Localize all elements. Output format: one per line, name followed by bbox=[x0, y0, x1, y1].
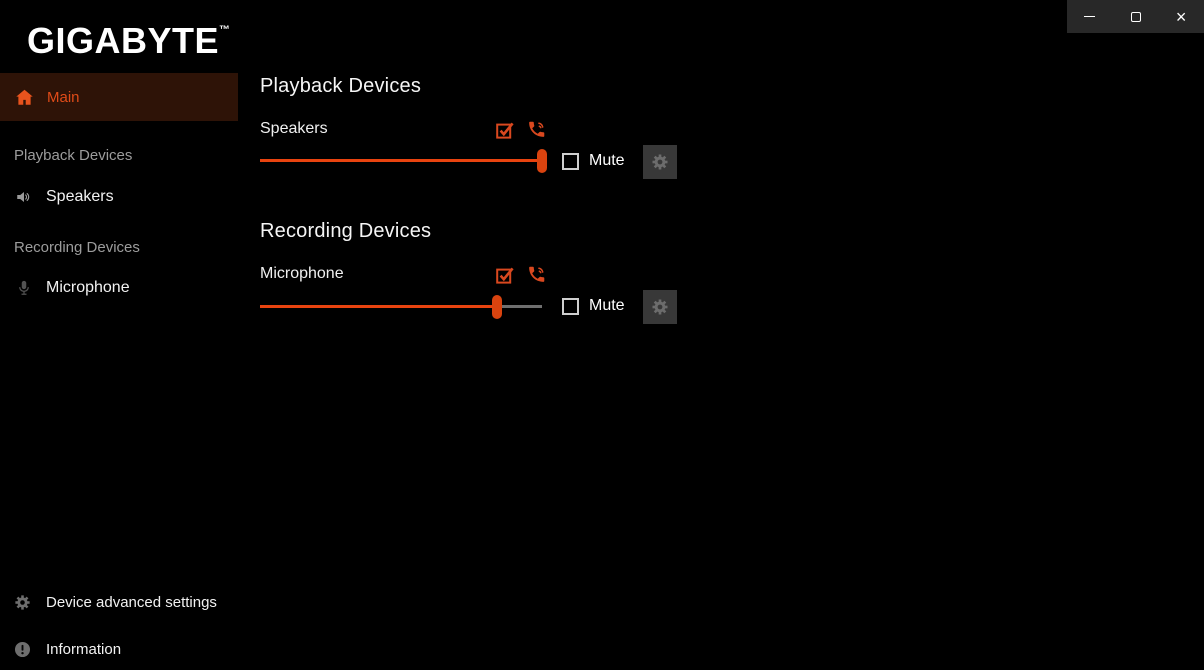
info-icon bbox=[14, 641, 31, 658]
sidebar-item-main-label: Main bbox=[47, 88, 80, 106]
recording-devices-heading: Recording Devices bbox=[260, 220, 432, 242]
default-device-check-icon bbox=[496, 122, 514, 139]
speakers-settings-button[interactable] bbox=[643, 145, 677, 179]
sidebar-item-speakers-label: Speakers bbox=[46, 188, 114, 205]
home-icon bbox=[16, 89, 33, 105]
sidebar-section-recording-devices: Recording Devices bbox=[14, 239, 140, 256]
speakers-mute-label: Mute bbox=[589, 152, 625, 169]
minimize-button[interactable] bbox=[1067, 0, 1113, 33]
microphone-device-label: Microphone bbox=[260, 265, 344, 282]
speakers-mute-checkbox[interactable] bbox=[562, 152, 579, 170]
maximize-icon bbox=[1130, 11, 1141, 22]
information-label: Information bbox=[46, 641, 122, 658]
sidebar-section-playback-devices: Playback Devices bbox=[14, 147, 133, 164]
speakers-volume-slider[interactable] bbox=[260, 149, 547, 173]
sidebar-item-main[interactable]: Main bbox=[0, 73, 238, 121]
sidebar-item-information[interactable]: Information bbox=[0, 637, 238, 662]
maximize-button[interactable] bbox=[1113, 0, 1159, 33]
speakers-device-label: Speakers bbox=[260, 120, 328, 137]
default-device-check-icon bbox=[496, 267, 514, 284]
slider-fill bbox=[260, 305, 497, 308]
microphone-mute-label: Mute bbox=[589, 297, 625, 314]
gear-icon bbox=[15, 595, 30, 610]
speakers-device-status-icons bbox=[495, 119, 547, 140]
device-advanced-settings-label: Device advanced settings bbox=[46, 594, 217, 611]
gear-icon bbox=[652, 154, 668, 170]
gear-icon bbox=[652, 299, 668, 315]
minimize-icon bbox=[1084, 15, 1096, 18]
slider-fill bbox=[260, 159, 542, 162]
microphone-volume-slider[interactable] bbox=[260, 295, 542, 319]
sidebar-item-microphone-label: Microphone bbox=[46, 279, 130, 296]
sidebar-item-speakers[interactable]: Speakers bbox=[0, 183, 238, 211]
communications-device-phone-icon bbox=[529, 266, 545, 282]
slider-thumb[interactable] bbox=[537, 149, 547, 173]
microphone-settings-button[interactable] bbox=[643, 290, 677, 324]
close-button[interactable]: × bbox=[1158, 0, 1204, 33]
microphone-icon bbox=[19, 280, 29, 295]
sidebar-item-microphone[interactable]: Microphone bbox=[0, 274, 238, 302]
trademark-symbol: ™ bbox=[219, 24, 231, 36]
slider-thumb[interactable] bbox=[491, 295, 502, 319]
microphone-mute-checkbox[interactable] bbox=[562, 297, 579, 315]
microphone-device-status-icons bbox=[495, 264, 547, 285]
sidebar-item-device-advanced-settings[interactable]: Device advanced settings bbox=[0, 590, 238, 615]
gigabyte-logo: GIGABYTE™ bbox=[27, 20, 231, 61]
speakers-mute-row: Mute bbox=[562, 152, 625, 170]
close-icon: × bbox=[1175, 6, 1187, 27]
microphone-mute-row: Mute bbox=[562, 297, 625, 315]
playback-devices-heading: Playback Devices bbox=[260, 75, 422, 97]
window-controls: × bbox=[1067, 0, 1204, 33]
speaker-icon bbox=[17, 192, 30, 202]
communications-device-phone-icon bbox=[529, 121, 545, 137]
